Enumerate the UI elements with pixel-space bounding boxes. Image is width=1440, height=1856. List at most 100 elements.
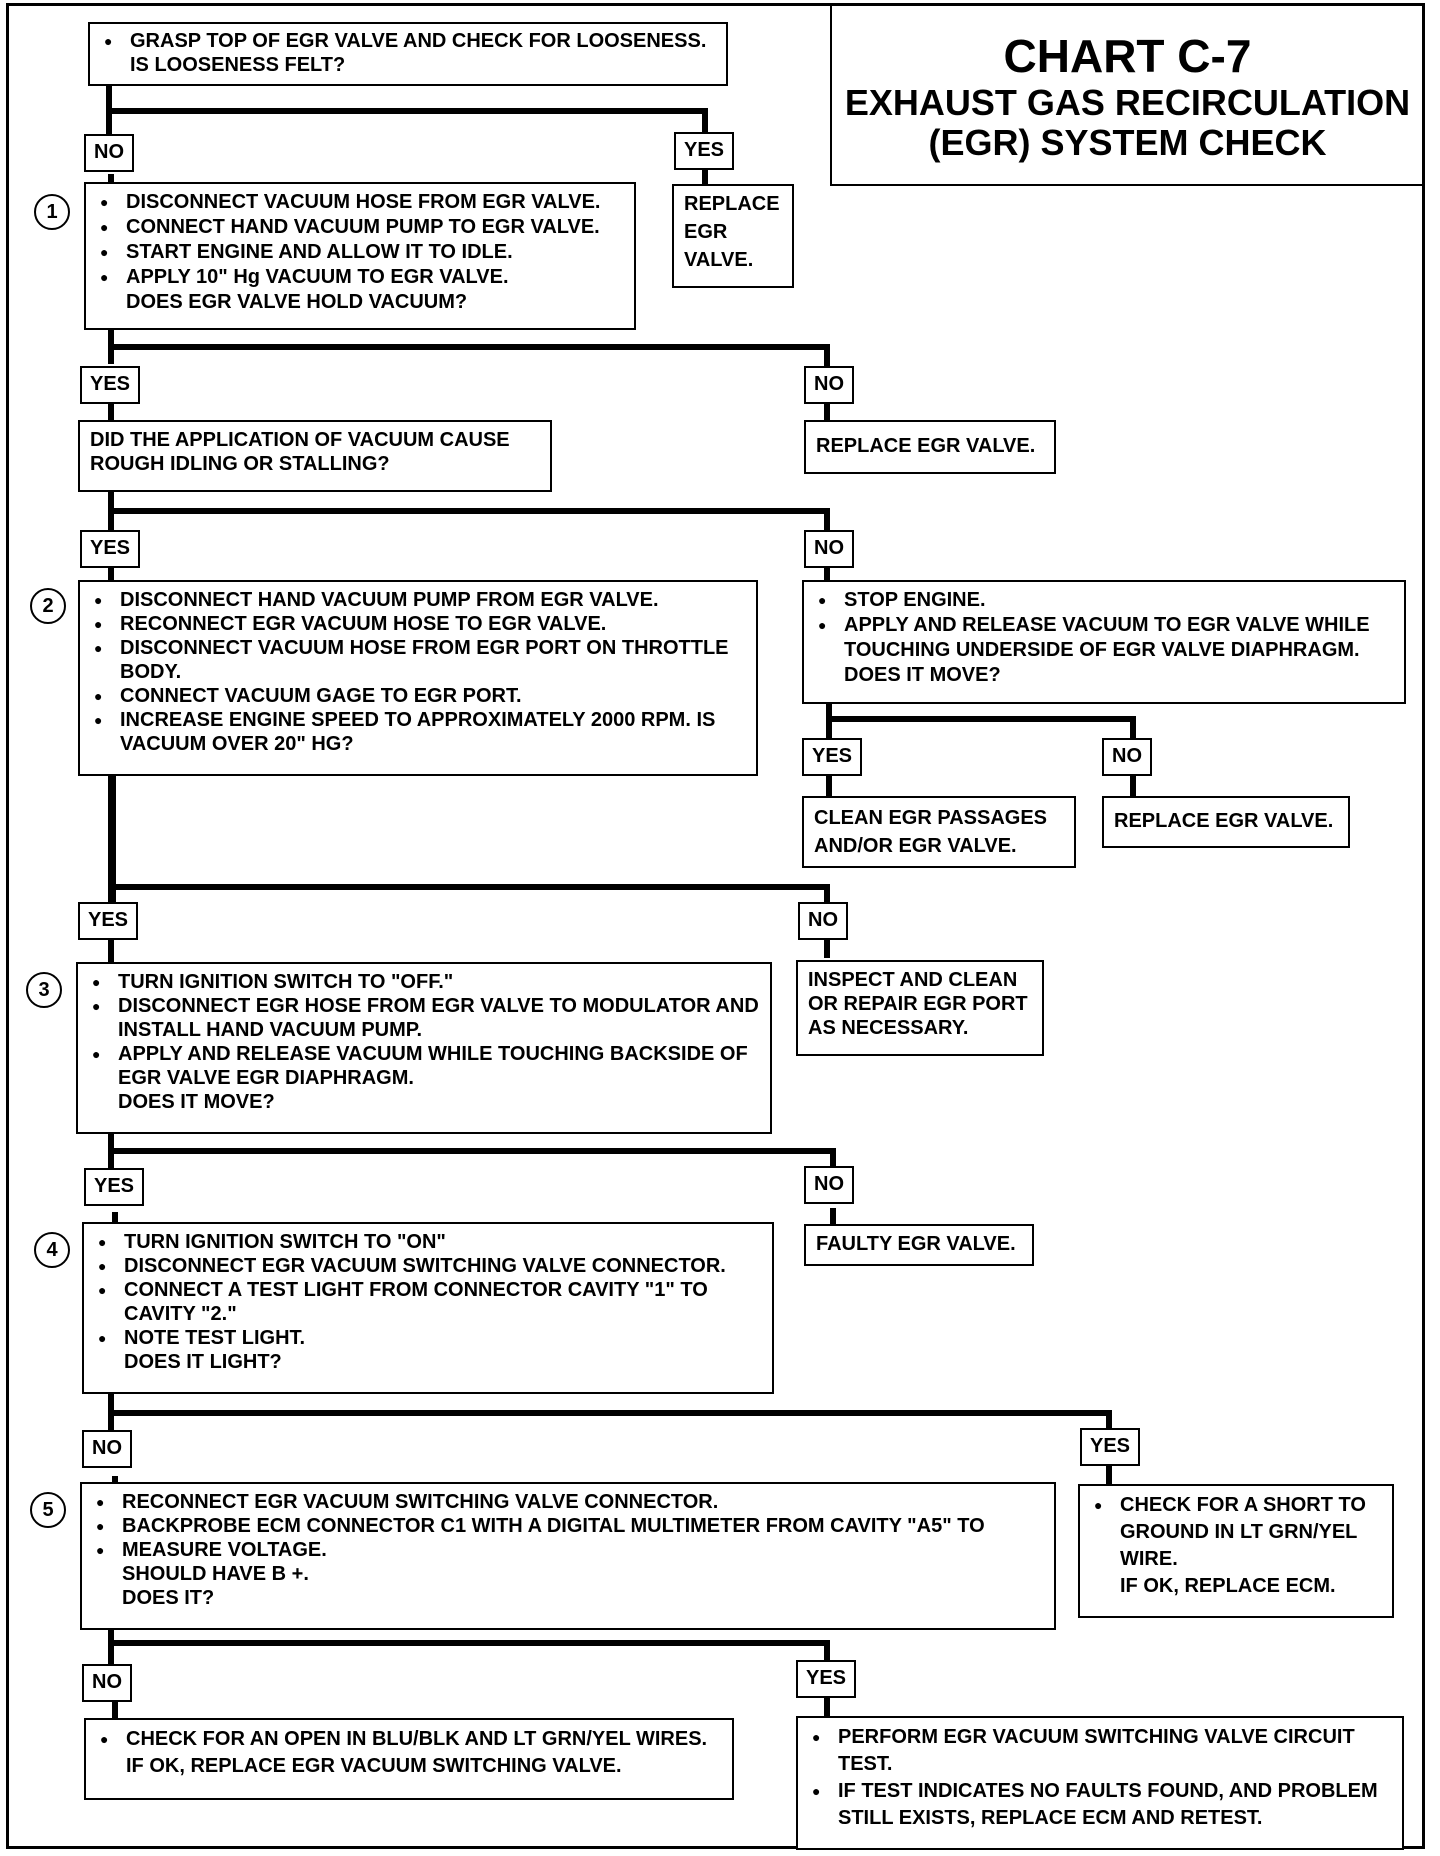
yes-label: YES [80, 530, 141, 568]
chart-title-line-2: (EGR) SYSTEM CHECK [928, 122, 1327, 163]
connector-line [108, 1626, 114, 1668]
connector-line [106, 108, 708, 114]
clean-egr-line-1: CLEAN EGR PASSAGES [814, 807, 1047, 829]
no-label: NO [798, 902, 848, 940]
step-5-question-1: SHOULD HAVE B +. [122, 1563, 309, 1585]
connector-line [108, 568, 114, 582]
step-3-item: APPLY AND RELEASE VACUUM WHILE TOUCHING … [88, 1042, 760, 1090]
connector-line [826, 774, 832, 796]
connector-line [824, 404, 830, 424]
replace-line-3: VALVE. [684, 249, 754, 271]
connector-line [1106, 1410, 1112, 1430]
inspect-egr-port-box: INSPECT AND CLEAN OR REPAIR EGR PORT AS … [796, 960, 1044, 1056]
connector-line [108, 940, 114, 962]
connector-line [108, 884, 830, 890]
connector-line [824, 1640, 830, 1664]
no-label: NO [82, 1430, 132, 1468]
step-1-marker: 1 [34, 194, 70, 230]
no-label: NO [1102, 738, 1152, 776]
step-2-item: DISCONNECT VACUUM HOSE FROM EGR PORT ON … [90, 636, 746, 684]
chart-title-block: CHART C-7 EXHAUST GAS RECIRCULATION (EGR… [830, 3, 1425, 186]
step-4-item: TURN IGNITION SWITCH TO "ON" [94, 1230, 762, 1254]
connector-line [108, 1410, 1112, 1416]
step-3-box: TURN IGNITION SWITCH TO "OFF." DISCONNEC… [76, 962, 772, 1134]
replace-egr-valve-text-2: REPLACE EGR VALVE. [816, 435, 1036, 457]
looseness-check-box: GRASP TOP OF EGR VALVE AND CHECK FOR LOO… [88, 22, 728, 86]
step-4-question: DOES IT LIGHT? [124, 1351, 282, 1373]
step-5-box: RECONNECT EGR VACUUM SWITCHING VALVE CON… [80, 1482, 1056, 1630]
connector-line [824, 1698, 830, 1718]
step-2-box: DISCONNECT HAND VACUUM PUMP FROM EGR VAL… [78, 580, 758, 776]
step-5-item: MEASURE VOLTAGE. [92, 1538, 1044, 1562]
replace-line-2: EGR [684, 221, 728, 243]
no-label: NO [804, 1166, 854, 1204]
clean-egr-line-2: AND/OR EGR VALVE. [814, 835, 1017, 857]
chart-number: CHART C-7 [1003, 30, 1252, 82]
yes-label: YES [84, 1168, 145, 1206]
connector-line [108, 1392, 114, 1442]
looseness-check-instruction: GRASP TOP OF EGR VALVE AND CHECK FOR LOO… [100, 29, 716, 53]
yes-label: YES [796, 1660, 857, 1698]
chart-title-line-1: EXHAUST GAS RECIRCULATION [844, 82, 1411, 123]
connector-line [824, 344, 830, 368]
step-1-question: DOES EGR VALVE HOLD VACUUM? [126, 291, 468, 313]
step-5-question-2: DOES IT? [122, 1587, 215, 1609]
perform-circuit-test-item: IF TEST INDICATES NO FAULTS FOUND, AND P… [808, 1778, 1392, 1832]
connector-line [108, 508, 830, 514]
connector-line [108, 1640, 830, 1646]
connector-line [824, 940, 830, 958]
step-2-item: DISCONNECT HAND VACUUM PUMP FROM EGR VAL… [90, 588, 746, 612]
short-to-ground-item: CHECK FOR A SHORT TO GROUND IN LT GRN/YE… [1090, 1492, 1382, 1573]
step-4-item: DISCONNECT EGR VACUUM SWITCHING VALVE CO… [94, 1254, 762, 1278]
replace-egr-valve-text-3: REPLACE EGR VALVE. [1114, 810, 1334, 832]
connector-line [112, 1212, 118, 1228]
replace-line-1: REPLACE [684, 193, 780, 215]
no-label: NO [84, 134, 134, 172]
step-1-box: DISCONNECT VACUUM HOSE FROM EGR VALVE. C… [84, 182, 636, 330]
vacuum-stall-question-box: DID THE APPLICATION OF VACUUM CAUSE ROUG… [78, 420, 552, 492]
step-5-marker: 5 [30, 1492, 66, 1528]
step-3-item: TURN IGNITION SWITCH TO "OFF." [88, 970, 760, 994]
step-3-item: DISCONNECT EGR HOSE FROM EGR VALVE TO MO… [88, 994, 760, 1042]
faulty-egr-valve-text: FAULTY EGR VALVE. [816, 1233, 1016, 1255]
connector-line [830, 1148, 836, 1172]
short-to-ground-box: CHECK FOR A SHORT TO GROUND IN LT GRN/YE… [1078, 1484, 1394, 1618]
yes-label: YES [802, 738, 863, 776]
step-3-question: DOES IT MOVE? [118, 1091, 275, 1113]
check-open-wires-followup: IF OK, REPLACE EGR VACUUM SWITCHING VALV… [126, 1755, 622, 1777]
connector-line [702, 170, 708, 184]
connector-line [1130, 776, 1136, 796]
step-1-item: START ENGINE AND ALLOW IT TO IDLE. [96, 240, 624, 265]
connector-line [108, 174, 114, 186]
diaphragm-check-item: STOP ENGINE. [814, 588, 1394, 613]
connector-line [108, 1132, 114, 1176]
inspect-line-3: AS NECESSARY. [808, 1017, 969, 1039]
connector-line [824, 884, 830, 902]
step-4-marker: 4 [34, 1232, 70, 1268]
connector-line [830, 1208, 836, 1228]
step-1-item: CONNECT HAND VACUUM PUMP TO EGR VALVE. [96, 215, 624, 240]
connector-line [106, 72, 112, 138]
connector-line [1106, 1466, 1112, 1486]
connector-line [108, 404, 114, 422]
perform-circuit-test-box: PERFORM EGR VACUUM SWITCHING VALVE CIRCU… [796, 1716, 1404, 1850]
inspect-line-1: INSPECT AND CLEAN [808, 969, 1018, 991]
check-open-wires-item: CHECK FOR AN OPEN IN BLU/BLK AND LT GRN/… [96, 1726, 722, 1753]
replace-egr-valve-box-1: REPLACE EGR VALVE. [672, 184, 794, 288]
no-label: NO [804, 530, 854, 568]
yes-label: YES [674, 132, 735, 170]
step-2-item: RECONNECT EGR VACUUM HOSE TO EGR VALVE. [90, 612, 746, 636]
diaphragm-check-question: DOES IT MOVE? [844, 664, 1001, 686]
vacuum-stall-line-2: ROUGH IDLING OR STALLING? [90, 453, 390, 475]
yes-label: YES [80, 366, 141, 404]
connector-line [824, 508, 830, 534]
clean-egr-passages-box: CLEAN EGR PASSAGES AND/OR EGR VALVE. [802, 796, 1076, 868]
step-4-item: CONNECT A TEST LIGHT FROM CONNECTOR CAVI… [94, 1278, 762, 1326]
step-2-marker: 2 [30, 588, 66, 624]
step-4-box: TURN IGNITION SWITCH TO "ON" DISCONNECT … [82, 1222, 774, 1394]
connector-line [108, 344, 830, 350]
looseness-check-question: IS LOOSENESS FELT? [130, 54, 346, 76]
step-5-item: RECONNECT EGR VACUUM SWITCHING VALVE CON… [92, 1490, 1044, 1514]
step-3-marker: 3 [26, 972, 62, 1008]
